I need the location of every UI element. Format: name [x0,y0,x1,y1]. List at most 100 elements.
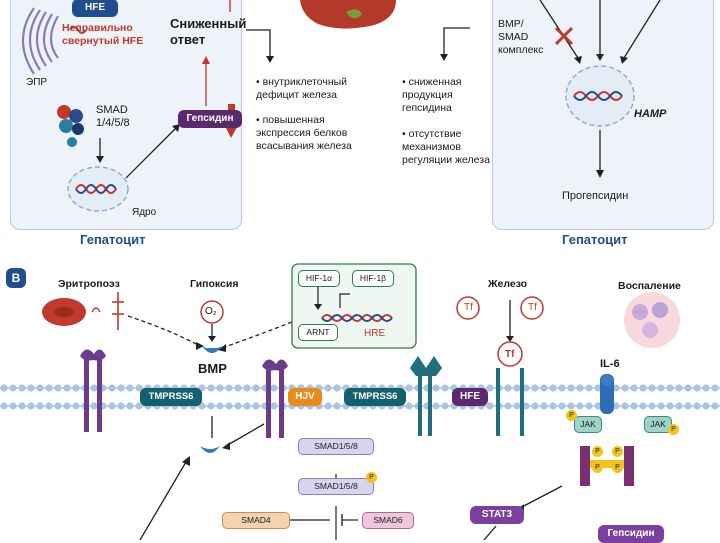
smad158p-box: SMAD1/5/8 [298,478,374,495]
lipid-head [126,402,134,410]
epo-icon [112,292,124,330]
jak-box-left: JAK [574,416,602,433]
lipid-head [108,384,116,392]
lipid-head [711,384,719,392]
right-bullet-2: • отсутствие механизмов регуляции железа [402,128,490,166]
smad4-box: SMAD4 [222,512,290,529]
hypoxia-label: Гипоксия [190,278,239,290]
iron-label: Железо [488,278,528,290]
lipid-head [531,384,539,392]
hamp-label: HAMP [634,108,667,120]
lipid-head [117,402,125,410]
lipid-head [504,402,512,410]
lipid-head [585,402,593,410]
lipid-head [441,402,449,410]
lipid-head [234,402,242,410]
erythropoiesis-label: Эритропоэз [58,278,120,290]
lipid-head [54,402,62,410]
lipid-head [45,384,53,392]
inflammation-label: Воспаление [618,280,681,292]
phospho-badge-1: P [566,410,577,421]
hif1b-box: HIF-1β [352,270,394,287]
lipid-head [612,384,620,392]
lipid-head [9,384,17,392]
lipid-head [0,384,8,392]
oxygen-icon [200,300,224,324]
lipid-head [126,384,134,392]
nucleus-label: Ядро [132,207,157,218]
lipid-head [486,402,494,410]
lipid-head [585,384,593,392]
lipid-head [558,384,566,392]
hepcidin-box-b: Гепсидин [598,525,664,543]
lipid-head [594,402,602,410]
smad-complex-icon [57,105,84,147]
er-membrane-icon [22,7,59,75]
tmprss6-box-left: TMPRSS6 [140,388,202,406]
lipid-head [711,402,719,410]
middle-bullet-2: • повышенная экспрессия белков всасывани… [256,114,352,152]
lipid-head [576,402,584,410]
hfe-box: HFE [72,0,118,17]
lipid-head [702,384,710,392]
lipid-head [72,402,80,410]
prohepcidin-label: Прогепсидин [562,190,629,202]
lipid-head [405,384,413,392]
lipid-head [540,384,548,392]
il6-receptor-icon [580,374,634,486]
lipid-head [486,384,494,392]
lipid-head [54,384,62,392]
lipid-head [216,402,224,410]
lipid-head [324,402,332,410]
lipid-head [657,384,665,392]
smad-label: SMAD 1/4/5/8 [96,104,130,129]
hfe-box-b: HFE [452,388,488,406]
lipid-head [27,384,35,392]
lipid-head [207,384,215,392]
lipid-head [531,402,539,410]
lipid-head [405,402,413,410]
smad-phospho-badge: P [366,472,377,483]
lipid-head [666,384,674,392]
phospho-badge-5: P [592,462,603,473]
lipid-head [90,402,98,410]
lipid-head [270,384,278,392]
phospho-badge-4: P [612,446,623,457]
lipid-head [18,384,26,392]
bmp-label: BMP [198,361,227,376]
inflammation-icon [624,292,680,348]
arnt-box: ARNT [298,324,338,341]
lipid-head [45,402,53,410]
lipid-head [702,402,710,410]
tf-icon-bound [497,341,523,367]
lipid-head [657,402,665,410]
lipid-head [243,384,251,392]
lipid-head [594,384,602,392]
lipid-head [630,384,638,392]
lipid-head [432,384,440,392]
smad6-box: SMAD6 [362,512,414,529]
lipid-head [27,402,35,410]
lipid-head [648,384,656,392]
lipid-head [225,384,233,392]
bmp-internal-icon [200,446,220,453]
lipid-head [333,402,341,410]
stat3-box: STAT3 [470,506,524,524]
bmp-receptor-left [80,349,106,432]
lipid-head [216,384,224,392]
phospho-badge-6: P [612,462,623,473]
phospho-badge-2: P [668,424,679,435]
lipid-head [513,384,521,392]
lipid-head [522,384,530,392]
hepatocyte-caption-right: Гепатоцит [562,232,628,247]
lipid-head [513,402,521,410]
lipid-head [108,402,116,410]
hamp-nucleus-icon [565,65,635,127]
bmp-receptor-right [262,359,288,438]
hre-label: HRE [364,328,386,339]
bmp-smad-complex-label: BMP/ SMAD комплекс [498,18,544,56]
lipid-head [639,384,647,392]
lipid-head [675,384,683,392]
right-bullet-1: • сниженная продукция гепсидина [402,76,462,114]
tf-label-right: Tf [528,302,537,313]
